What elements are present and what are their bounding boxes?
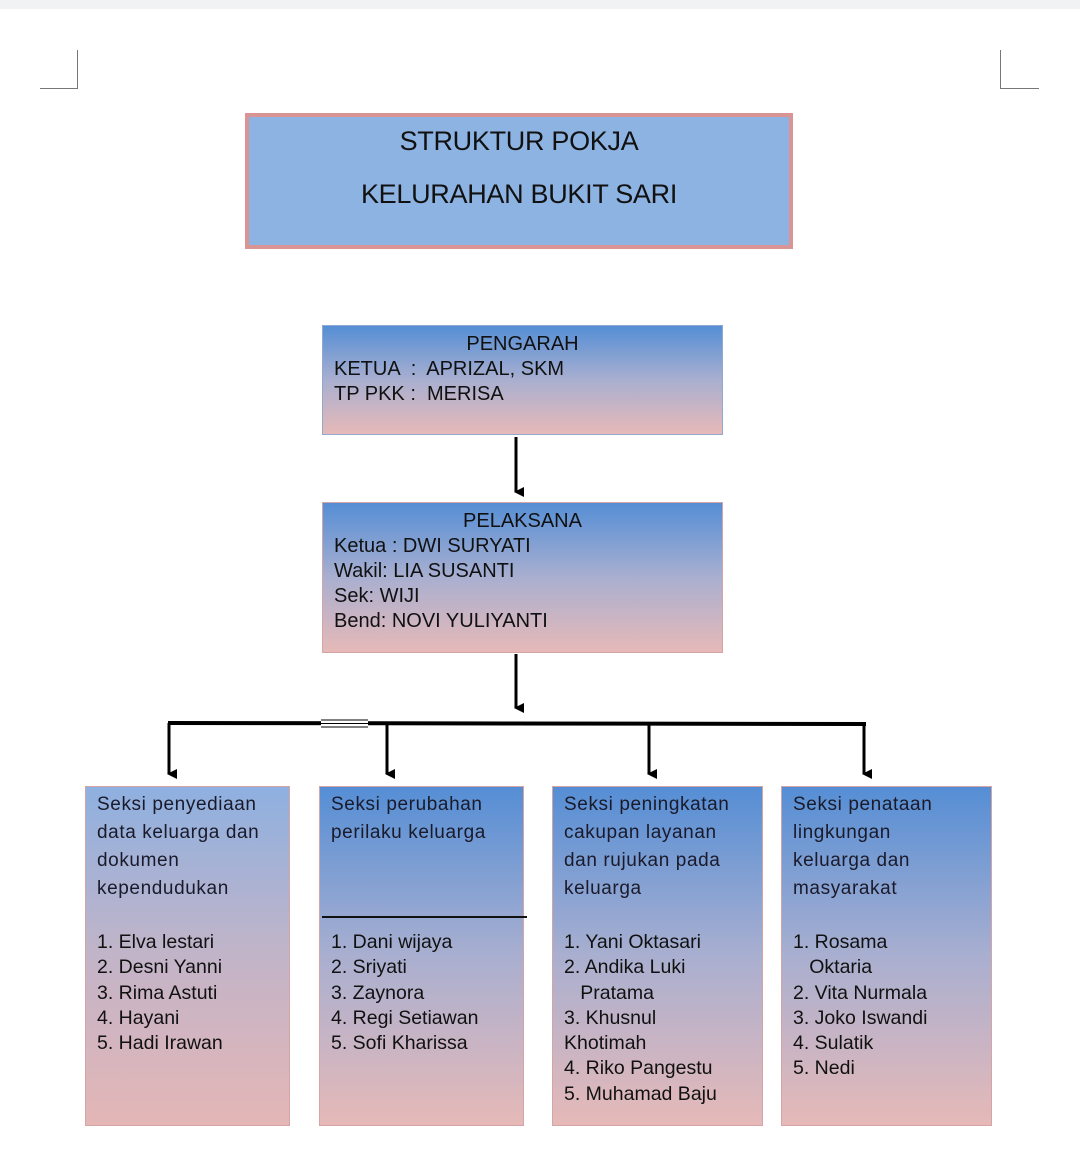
member-item: 1. Elva lestari — [97, 931, 215, 953]
section-title: Seksi peningkatan cakupan layanan dan ru… — [553, 787, 762, 903]
section-box-penataan-lingkungan: Seksi penataan lingkungan keluarga dan m… — [781, 786, 992, 1126]
section-title: Seksi penataan lingkungan keluarga dan m… — [782, 787, 991, 903]
branch-bar — [167, 721, 867, 726]
section-title-line: perilaku keluarga — [331, 822, 486, 843]
member-item: 1. Rosama — [793, 931, 888, 953]
pengarah-heading: PENGARAH — [466, 333, 579, 355]
section-title-line: keluarga — [564, 878, 642, 899]
member-item: 3. Zaynora — [331, 981, 425, 1004]
member-item: 5. Nedi — [793, 1057, 855, 1080]
member-list: 1. Rosama Oktaria 2. Vita Nurmala 3. Jok… — [782, 930, 991, 1082]
page-margin-corner-top-right — [1000, 50, 1039, 89]
section-divider-line — [322, 916, 527, 918]
pengarah-tp-pkk: TP PKK : MERISA — [334, 383, 504, 405]
member-item: Oktaria — [793, 956, 873, 979]
member-item: 4. Riko Pangestu — [564, 1057, 713, 1080]
app-top-bar — [0, 0, 1080, 9]
member-item: 2. Sriyati — [331, 956, 407, 979]
title-line-1: STRUKTUR POKJA — [399, 126, 639, 156]
member-item: 3. Rima Astuti — [97, 981, 218, 1004]
member-item: 4. Sulatik — [793, 1032, 874, 1055]
pelaksana-box: PELAKSANA Ketua : DWI SURYATI Wakil: LIA… — [322, 502, 723, 653]
section-title-line: Seksi perubahan — [331, 794, 483, 815]
member-item: Khotimah — [564, 1032, 647, 1055]
section-title-line: lingkungan — [793, 822, 891, 843]
section-title-line: masyarakat — [793, 878, 898, 899]
member-item: 4. Hayani — [97, 1006, 180, 1029]
diagram-title-box: STRUKTUR POKJA KELURAHAN BUKIT SARI — [245, 113, 793, 249]
section-title-line: dokumen — [97, 850, 180, 871]
section-title-line: keluarga dan — [793, 850, 911, 871]
pengarah-ketua: KETUA : APRIZAL, SKM — [334, 358, 565, 380]
pelaksana-sekretaris: Sek: WIJI — [334, 585, 420, 607]
section-title: Seksi penyediaan data keluarga dan dokum… — [86, 787, 289, 903]
section-box-perubahan-perilaku: Seksi perubahan perilaku keluarga 1. Dan… — [319, 786, 527, 1126]
member-list: 1. Yani Oktasari 2. Andika Luki Pratama … — [553, 930, 762, 1107]
member-item: 5. Hadi Irawan — [97, 1032, 223, 1055]
pelaksana-wakil: Wakil: LIA SUSANTI — [334, 560, 515, 582]
section-title-line: Seksi penyediaan — [97, 794, 257, 815]
section-title-line: Seksi penataan — [793, 794, 933, 815]
section-title-line: Seksi peningkatan — [564, 794, 730, 815]
member-item: 1. Dani wijaya — [331, 931, 453, 953]
section-title-line: kependudukan — [97, 878, 229, 899]
pelaksana-bendahara: Bend: NOVI YULIYANTI — [334, 610, 548, 632]
member-list: 1. Dani wijaya 2. Sriyati 3. Zaynora 4. … — [320, 930, 523, 1056]
member-item: 4. Regi Setiawan — [331, 1006, 479, 1029]
pelaksana-ketua: Ketua : DWI SURYATI — [334, 535, 531, 557]
member-item: 3. Joko Iswandi — [793, 1006, 928, 1029]
member-item: 5. Sofi Kharissa — [331, 1032, 468, 1055]
member-item: 3. Khusnul — [564, 1006, 657, 1029]
member-item: 1. Yani Oktasari — [564, 931, 701, 953]
pelaksana-heading: PELAKSANA — [463, 510, 582, 532]
member-item: Pratama — [564, 981, 654, 1004]
member-item: 2. Andika Luki — [564, 956, 686, 979]
pengarah-box: PENGARAH KETUA : APRIZAL, SKM TP PKK : M… — [322, 325, 723, 435]
title-line-2: KELURAHAN BUKIT SARI — [360, 179, 678, 209]
section-title-line: cakupan layanan — [564, 822, 717, 843]
section-box-peningkatan-layanan: Seksi peningkatan cakupan layanan dan ru… — [552, 786, 763, 1126]
section-title-line: data keluarga dan — [97, 822, 260, 843]
member-item: 2. Desni Yanni — [97, 956, 223, 979]
page-margin-corner-top-left — [40, 50, 78, 89]
member-item: 2. Vita Nurmala — [793, 981, 928, 1004]
section-title-line: dan rujukan pada — [564, 850, 721, 871]
member-item: 5. Muhamad Baju — [564, 1082, 717, 1105]
section-box-data-kependudukan: Seksi penyediaan data keluarga dan dokum… — [85, 786, 290, 1126]
section-title: Seksi perubahan perilaku keluarga — [320, 787, 523, 847]
member-list: 1. Elva lestari 2. Desni Yanni 3. Rima A… — [86, 930, 289, 1056]
